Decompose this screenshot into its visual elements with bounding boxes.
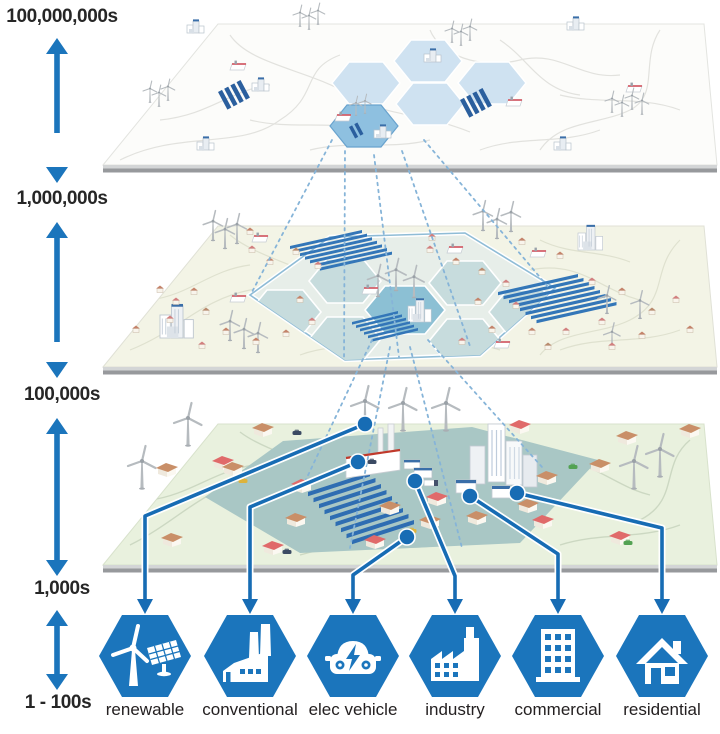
scale-arrow-1 (46, 38, 68, 183)
power-plant-icon-glyph (223, 624, 271, 682)
scale-label-100000s: 100,000s (23, 384, 101, 405)
scale-arrow-2 (46, 222, 68, 378)
connectors (137, 415, 670, 614)
map-layer-middle (101, 199, 718, 375)
city-cluster-bottom (455, 423, 538, 499)
electric-car-icon (325, 641, 381, 674)
big-hexagon-middle (246, 230, 559, 363)
legend-hex-renewable (99, 615, 191, 697)
connector-conventional (248, 460, 359, 601)
legend-hex-residential (616, 615, 708, 697)
scale-arrows (46, 38, 68, 690)
wind-turbine-solar-panel-icon (111, 624, 181, 686)
solar-array-icon (460, 88, 492, 118)
solar-array-icon (218, 80, 250, 110)
scattered-items-top (142, 2, 650, 151)
scale-arrow-3 (46, 418, 68, 576)
connector-renewable (143, 422, 366, 601)
factory-icon-glyph (431, 627, 479, 681)
map-layer-bottom (101, 384, 718, 573)
solar-farm-east (498, 274, 617, 324)
legend-hex-commercial (512, 615, 604, 697)
legend-label-residential: residential (623, 700, 701, 719)
legend-label-renewable: renewable (105, 700, 185, 719)
house-icon-glyph (636, 638, 688, 684)
legend-label-industry: industry (425, 700, 485, 719)
connector-elec-vehicle (351, 535, 409, 601)
connector-commercial (469, 494, 560, 601)
legend-label-conventional: conventional (202, 700, 298, 719)
legend-label-commercial: commercial (514, 700, 602, 719)
projection-lines-top-to-middle (251, 139, 550, 361)
map-layer-top (101, 2, 718, 173)
legend-label-elec-vehicle: elec vehicle (308, 700, 398, 719)
legend-hex-industry (409, 615, 501, 697)
scale-arrow-4 (46, 610, 68, 690)
connector-arrowheads (137, 599, 670, 614)
scale-label-1000s: 1,000s (34, 578, 90, 599)
solar-array-icon (349, 122, 364, 139)
scale-label-1-100s: 1 - 100s (24, 692, 92, 713)
legend-hex-elec-vehicle (307, 615, 399, 697)
office-building-icon (536, 629, 580, 682)
scale-label-1000000s: 1,000,000s (16, 188, 108, 209)
legend-icons (99, 615, 708, 697)
connector-industry (413, 480, 457, 601)
solar-farm-west (290, 230, 392, 271)
projection-lines-middle-to-bottom (301, 339, 543, 549)
scale-label-100000000s: 100,000,000s (6, 6, 118, 27)
connector-source-dots (349, 415, 526, 546)
connector-residential (516, 491, 664, 601)
legend-hex-conventional (204, 615, 296, 697)
